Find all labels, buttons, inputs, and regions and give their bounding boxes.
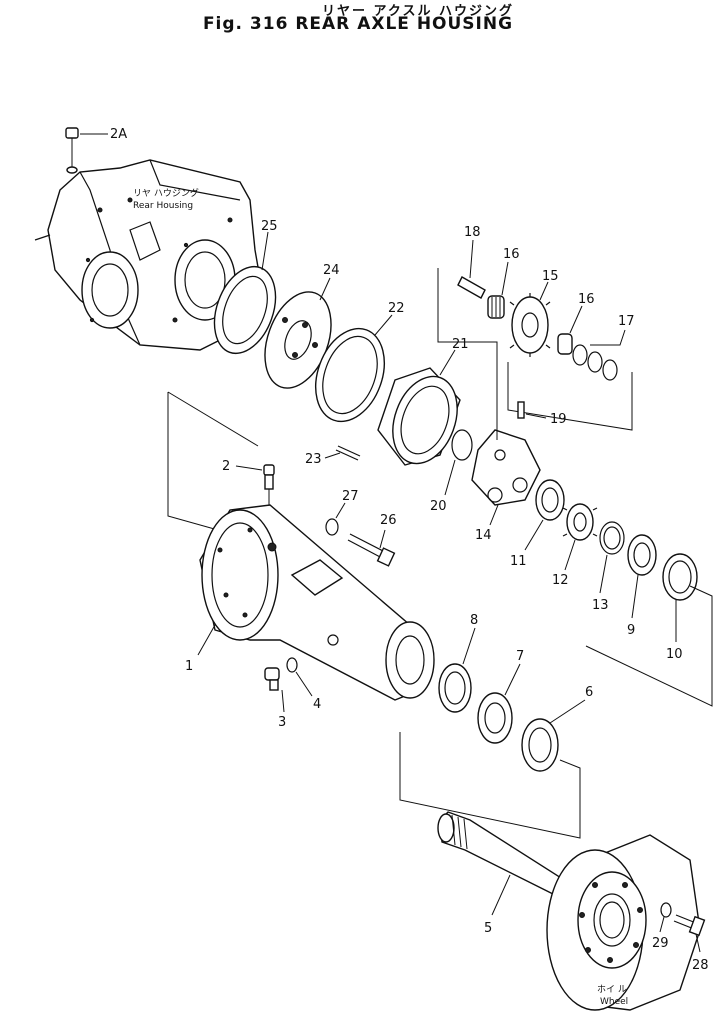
part-6-bearing-cup	[521, 699, 586, 772]
callout-12: 12	[552, 573, 569, 588]
part-15-planet-gear	[509, 281, 551, 357]
callout-16-lower: 16	[578, 292, 595, 307]
callout-23: 23	[305, 452, 322, 467]
callout-11: 11	[510, 554, 527, 569]
part-9-bearing-cone	[627, 534, 657, 619]
callout-6: 6	[585, 685, 593, 700]
callout-2: 2	[222, 459, 230, 474]
part-29-washer	[659, 902, 672, 933]
part-26-bolt	[347, 529, 396, 567]
callout-16-upper: 16	[503, 247, 520, 262]
part-2a-plug	[65, 127, 108, 174]
part-10-bearing-cup	[662, 553, 698, 642]
part-13-spacer	[599, 521, 625, 594]
part-23-pin	[324, 445, 361, 461]
part-3-drain-plug	[264, 667, 285, 713]
callout-9: 9	[627, 623, 635, 638]
part-12-lock-washer	[562, 503, 598, 571]
part-16-needle-bearing-2	[557, 305, 583, 355]
planet-group-bracket	[437, 268, 633, 440]
callout-26: 26	[380, 513, 397, 528]
part-8-oil-seal	[438, 627, 476, 713]
callout-24: 24	[323, 263, 340, 278]
axle-group-bracket	[167, 391, 713, 707]
callout-8: 8	[470, 613, 478, 628]
part-11-nut	[524, 479, 565, 551]
part-27-washer	[325, 502, 346, 536]
figure-title-japanese: リヤー アクスル ハウジング	[321, 4, 514, 19]
callout-5: 5	[484, 921, 492, 936]
part-20-snap-ring	[444, 429, 473, 496]
callout-28: 28	[692, 958, 709, 973]
part-21-ring-gear	[377, 349, 461, 466]
callout-21: 21	[452, 337, 469, 352]
part-22-ring	[315, 314, 393, 423]
wheel-tag-japanese: ホイ ル	[597, 984, 627, 995]
callout-19: 19	[550, 412, 567, 427]
part-19-key	[517, 401, 547, 419]
callout-29: 29	[652, 936, 669, 951]
part-7-bearing-cone	[477, 663, 521, 744]
rear-housing-tag-japanese: リヤ ハウジング	[133, 187, 199, 199]
part-4-o-ring	[286, 657, 313, 697]
part-18-pin	[457, 239, 486, 299]
part-16-needle-bearing	[487, 261, 509, 319]
part-17-thrust-washers	[572, 329, 626, 381]
part-5-axle-shaft	[437, 811, 581, 916]
callout-2a: 2A	[110, 127, 127, 142]
part-25-gasket	[213, 231, 277, 355]
wheel-tag: Wheel	[600, 997, 628, 1007]
shaft-group-bracket	[399, 732, 581, 839]
part-1-axle-housing	[197, 504, 435, 701]
callout-22: 22	[388, 301, 405, 316]
callout-17: 17	[618, 314, 635, 329]
wheel-drawing: ホイ ル Wheel	[546, 834, 701, 1011]
part-14-carrier	[471, 429, 541, 526]
figure-title: Fig. 316 REAR AXLE HOUSING	[202, 14, 514, 34]
callout-15: 15	[542, 269, 559, 284]
callout-10: 10	[666, 647, 683, 662]
callout-7: 7	[516, 649, 524, 664]
rear-housing-tag: Rear Housing	[133, 201, 193, 211]
callout-14: 14	[475, 528, 492, 543]
callout-18: 18	[464, 225, 481, 240]
callout-27: 27	[342, 489, 359, 504]
callout-13: 13	[592, 598, 609, 613]
callout-20: 20	[430, 499, 447, 514]
callout-4: 4	[313, 697, 321, 712]
callout-1: 1	[185, 659, 193, 674]
part-28-bolt	[673, 914, 706, 953]
callout-3: 3	[278, 715, 286, 730]
callout-25: 25	[261, 219, 278, 234]
